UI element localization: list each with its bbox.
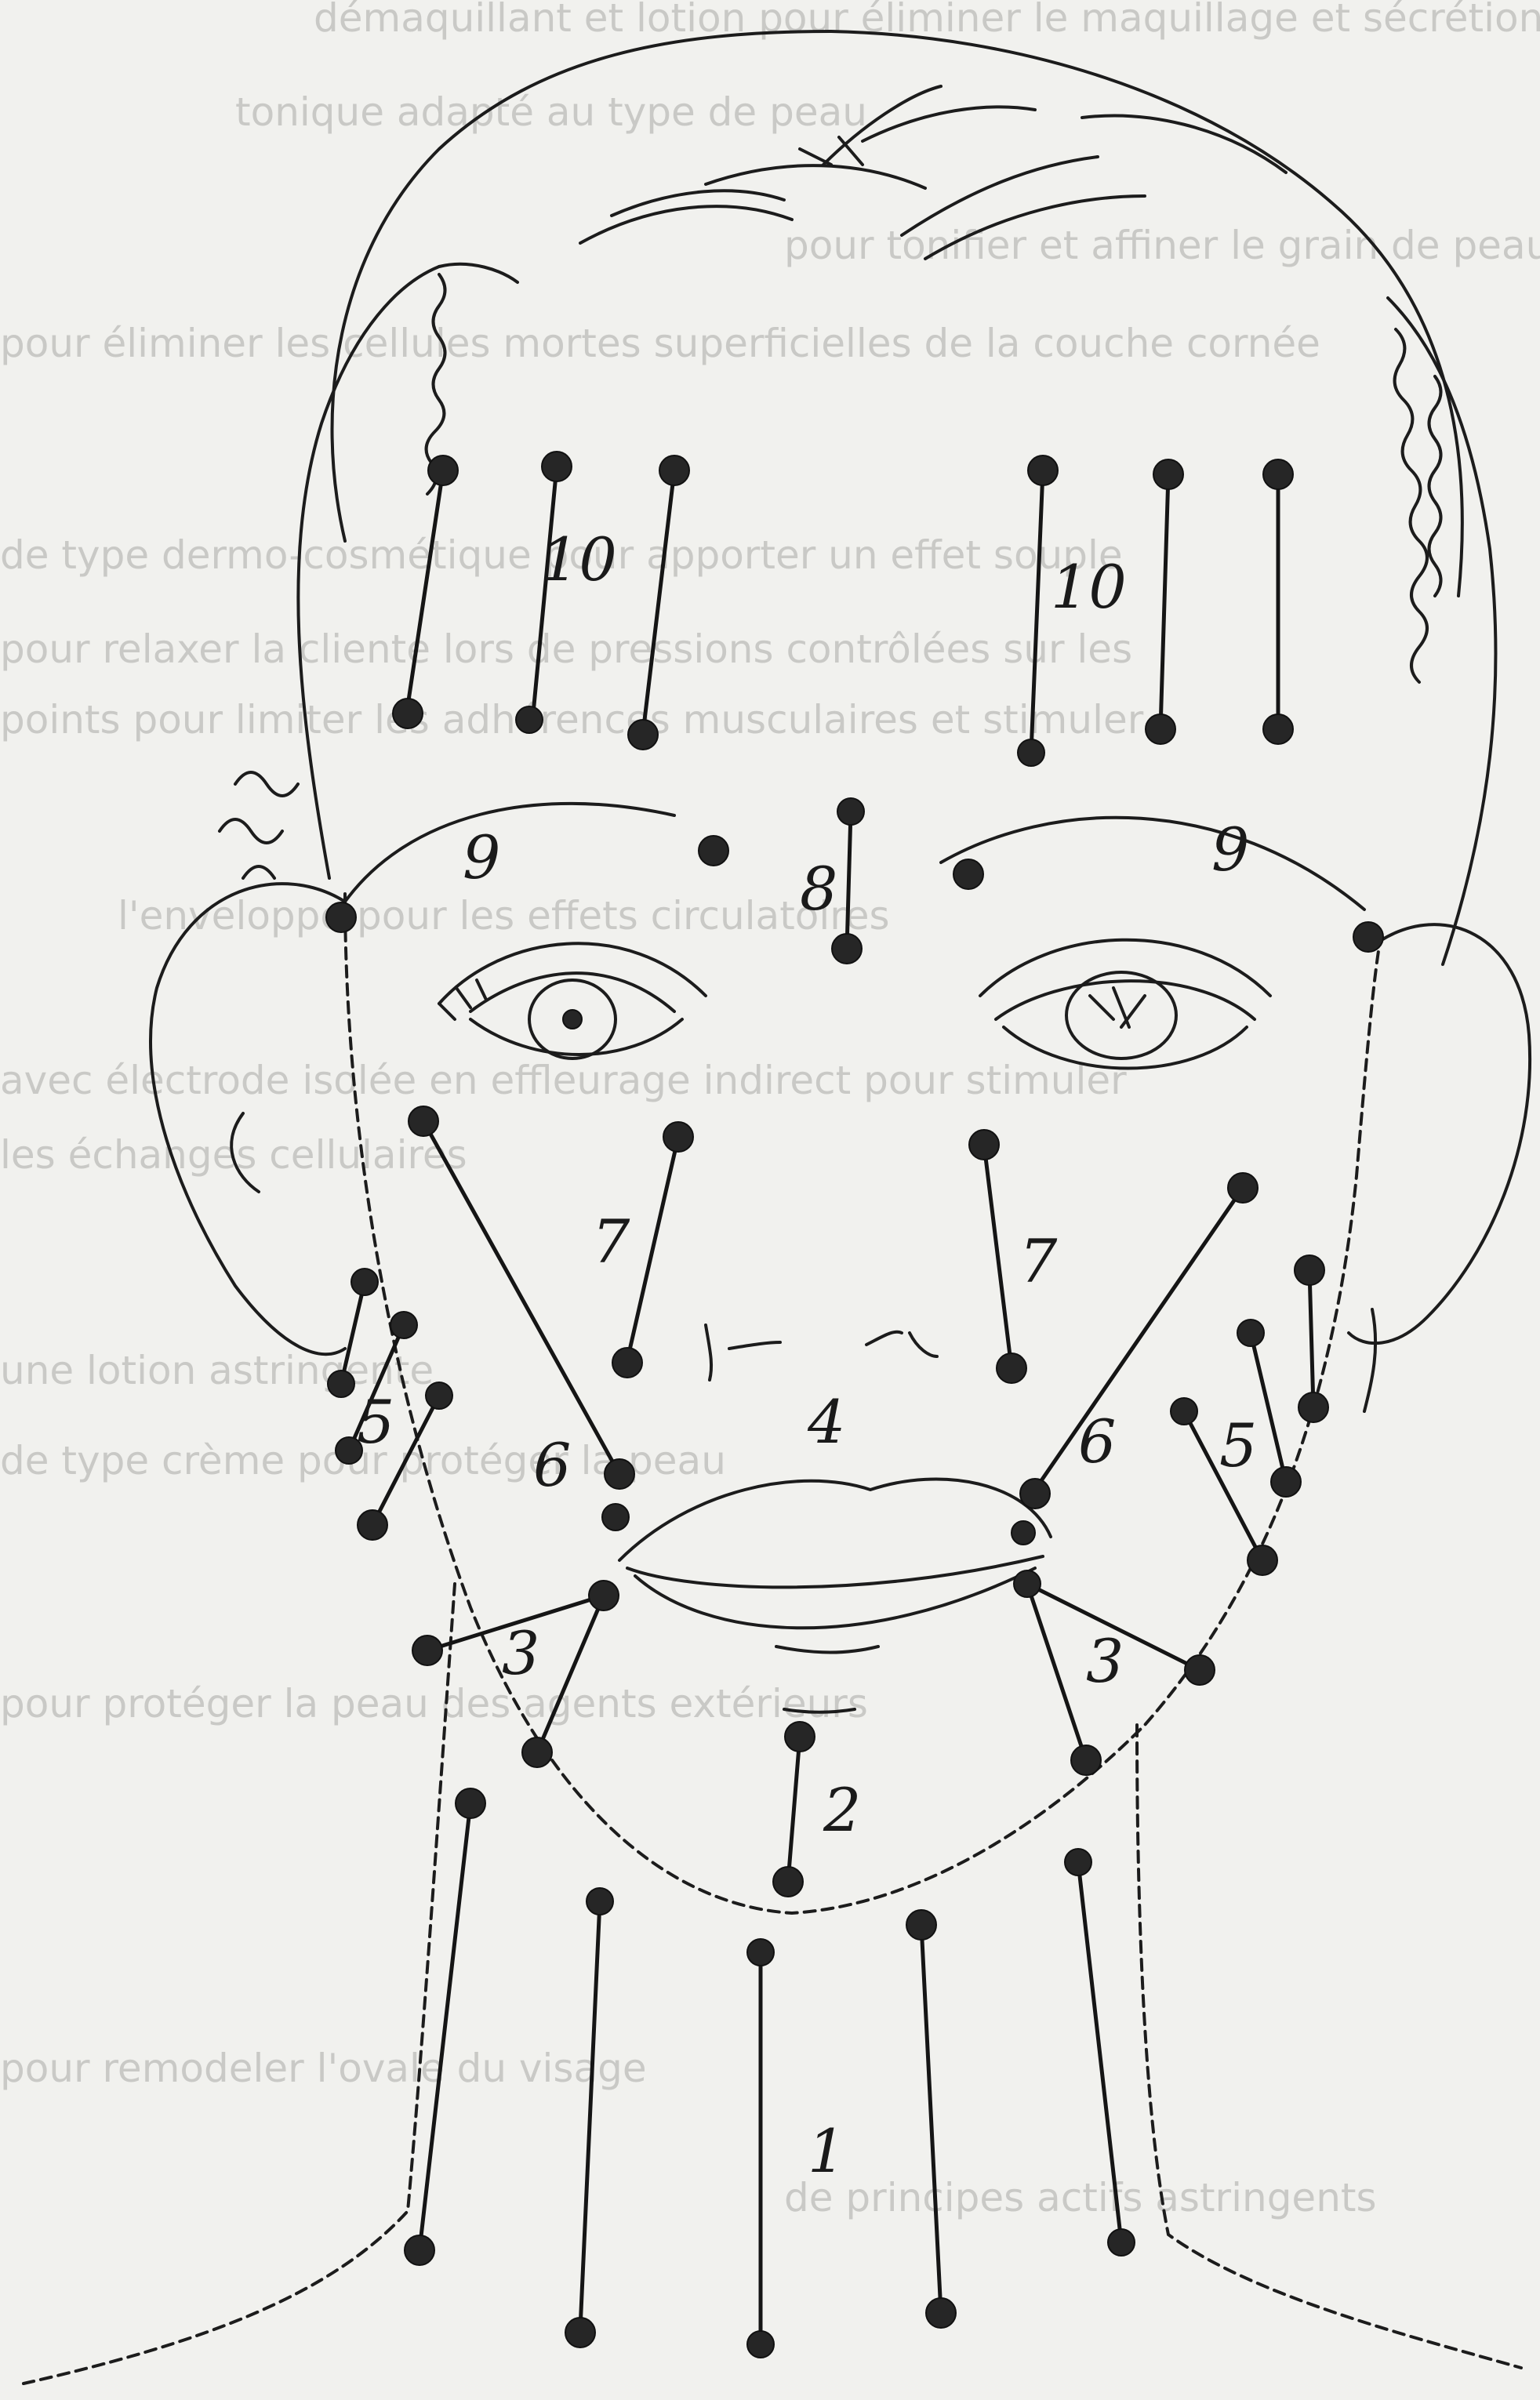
needle-pin xyxy=(1295,1255,1324,1285)
nose xyxy=(706,1325,937,1380)
needle-pin xyxy=(1020,1479,1050,1509)
needle-pin xyxy=(1248,1545,1277,1575)
zone-label-10-right: 10 xyxy=(1051,552,1127,622)
needle-pin xyxy=(1271,1467,1301,1497)
needle-pin xyxy=(699,836,728,866)
needle-pin xyxy=(405,2235,434,2265)
needle-pin xyxy=(969,1130,999,1160)
needle-pin xyxy=(456,1788,485,1818)
needle-pin xyxy=(773,1867,803,1897)
zone-label-5-left: 5 xyxy=(357,1387,394,1457)
needle-pin xyxy=(659,456,689,485)
left-eye xyxy=(439,943,706,1058)
needle-pin xyxy=(390,1312,417,1338)
needle-pin xyxy=(1171,1398,1197,1425)
zone-label-3-left: 3 xyxy=(502,1618,539,1688)
needle-pin xyxy=(1185,1655,1215,1685)
needle-pin xyxy=(612,1348,642,1378)
needle-pin xyxy=(628,720,658,750)
needle-pin xyxy=(747,1939,774,1966)
zone-label-5-right: 5 xyxy=(1219,1411,1257,1480)
needle-pin xyxy=(565,2318,595,2347)
needle-pin xyxy=(1263,714,1293,744)
zone-label-1: 1 xyxy=(808,2116,845,2186)
needle-pin xyxy=(605,1459,634,1489)
needle-pin xyxy=(1014,1570,1041,1597)
head-outline xyxy=(24,31,1530,2384)
needle-pin xyxy=(1146,714,1175,744)
needle-pin xyxy=(409,1106,438,1136)
needle-pin xyxy=(428,456,458,485)
needle-pin xyxy=(328,1371,354,1397)
needle-pin xyxy=(1153,459,1183,489)
needle-pin xyxy=(837,798,864,825)
zone-label-7-left: 7 xyxy=(592,1207,630,1276)
needle-pin xyxy=(393,699,423,728)
needle-pin xyxy=(589,1581,619,1610)
needle-pin xyxy=(926,2298,956,2328)
needle-pins xyxy=(326,452,1383,2358)
zone-label-7-right: 7 xyxy=(1019,1226,1058,1296)
mouth xyxy=(619,1480,1051,1712)
needle-pin xyxy=(602,1504,629,1530)
zone-label-9-right: 9 xyxy=(1211,815,1249,884)
needle-pin xyxy=(412,1636,442,1665)
needle-pin xyxy=(1012,1521,1035,1545)
needle-pin xyxy=(426,1382,452,1409)
needle-pin xyxy=(1298,1392,1328,1422)
zone-label-9-left: 9 xyxy=(463,822,500,892)
needle-pin xyxy=(516,706,543,733)
zone-label-6-right: 6 xyxy=(1078,1407,1116,1476)
needle-pin xyxy=(522,1737,552,1767)
zone-label-2: 2 xyxy=(823,1775,861,1845)
needle-pin xyxy=(747,2331,774,2358)
needle-pin xyxy=(1228,1173,1258,1203)
needle-pin xyxy=(906,1910,936,1940)
needle-pin xyxy=(326,902,356,932)
needle-pin xyxy=(953,859,983,889)
zone-labels: 1 2 3 3 4 5 5 6 6 7 7 8 9 9 10 10 xyxy=(357,525,1257,2186)
needle-pin xyxy=(1263,459,1293,489)
needle-pin xyxy=(351,1269,378,1295)
needle-pin xyxy=(1353,922,1383,952)
needle-pin xyxy=(785,1722,815,1752)
zone-label-4: 4 xyxy=(807,1387,845,1457)
needle-pin xyxy=(1028,456,1058,485)
zone-label-6-left: 6 xyxy=(533,1430,571,1500)
needle-pin xyxy=(663,1122,693,1152)
needle-pin xyxy=(832,934,862,964)
needle-pin xyxy=(587,1888,613,1915)
needle-pin xyxy=(358,1510,387,1540)
needle-pin xyxy=(997,1353,1026,1383)
needle-pin xyxy=(1018,739,1044,766)
needle-pin xyxy=(1237,1320,1264,1346)
zone-label-8: 8 xyxy=(800,854,837,924)
right-eye xyxy=(980,940,1270,1069)
needle-pin xyxy=(1065,1849,1091,1875)
needle-pin xyxy=(1108,2229,1135,2256)
needle-pin xyxy=(1071,1745,1101,1775)
zone-label-10-left: 10 xyxy=(541,525,617,594)
needle-pin xyxy=(542,452,572,481)
zone-label-3-right: 3 xyxy=(1086,1626,1124,1696)
